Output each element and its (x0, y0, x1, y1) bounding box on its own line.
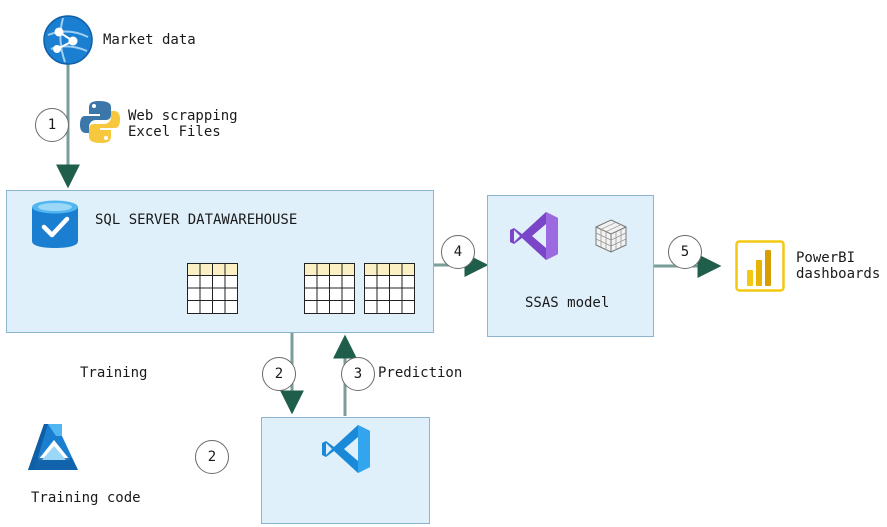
training-code-label: Training code (31, 490, 141, 506)
azure-ml-icon (26, 422, 80, 474)
powerbi-label-line1: PowerBI (796, 250, 856, 266)
table-icon (187, 263, 238, 314)
globe-icon (43, 15, 93, 65)
ssas-model-label: SSAS model (525, 295, 610, 311)
step-4-badge: 4 (441, 235, 475, 269)
powerbi-icon (735, 240, 785, 292)
step-2-badge-secondary: 2 (195, 440, 229, 474)
visual-studio-icon (508, 210, 560, 262)
vscode-box (261, 417, 430, 524)
powerbi-label-line2: dashboards (796, 266, 881, 282)
table-icon (304, 263, 355, 314)
step-1-badge: 1 (35, 108, 69, 142)
cube-icon (593, 218, 629, 254)
market-data-label: Market data (103, 32, 196, 48)
step-3-badge: 3 (341, 357, 375, 391)
web-scraping-label-line1: Web scrapping (128, 108, 238, 124)
python-icon (79, 99, 121, 145)
web-scraping-label-line2: Excel Files (128, 124, 221, 140)
step-5-badge: 5 (668, 235, 702, 269)
step-2-badge: 2 (262, 357, 296, 391)
prediction-label: Prediction (378, 365, 463, 381)
datawarehouse-title: SQL SERVER DATAWAREHOUSE (95, 212, 298, 228)
training-label: Training (80, 365, 148, 381)
ssas-model-box (487, 195, 654, 337)
table-icon (364, 263, 415, 314)
sql-database-icon (30, 199, 80, 249)
vscode-icon (320, 424, 372, 474)
